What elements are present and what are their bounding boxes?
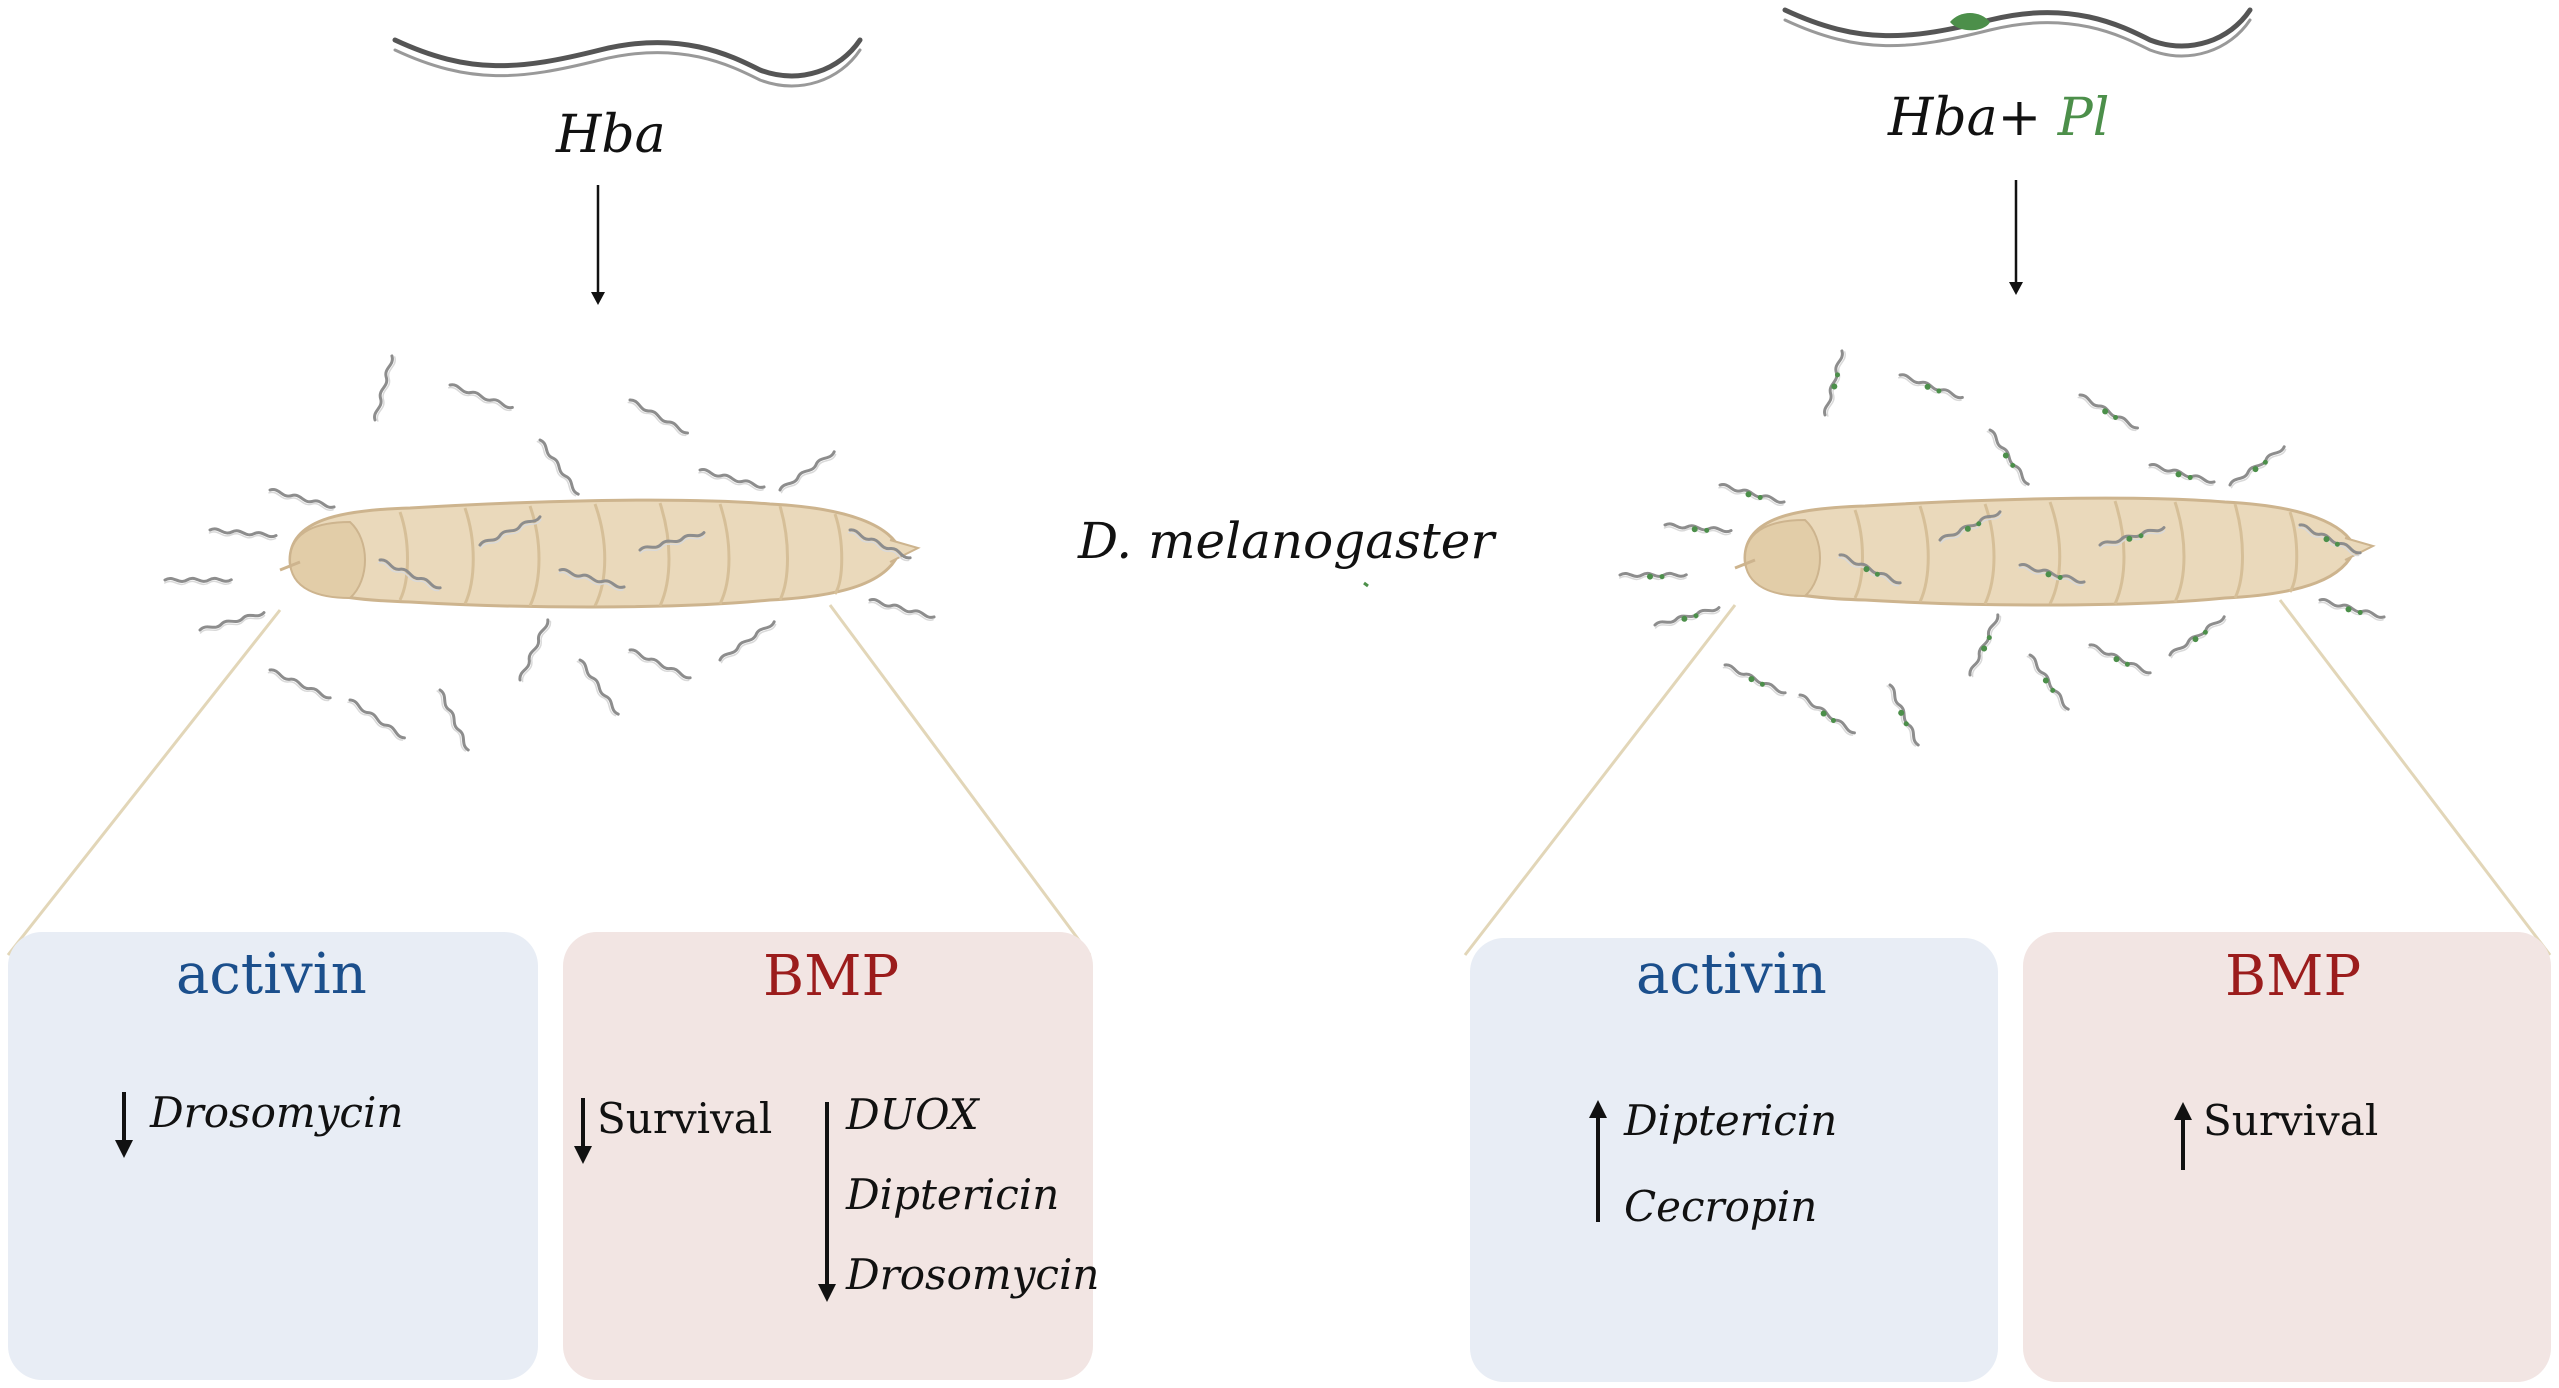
right-bmp-box: BMP Survival bbox=[2023, 932, 2551, 1382]
left-bmp-survival: Survival bbox=[597, 1094, 773, 1143]
left-bmp-genes-down-arrow-icon bbox=[818, 1102, 836, 1302]
left-bmp-survival-down-arrow-icon bbox=[574, 1098, 592, 1164]
right-pathogen-label-a: Hba bbox=[1888, 88, 1998, 148]
left-bmp-box: BMP Survival DUOX Diptericin Drosomycin bbox=[563, 932, 1099, 1380]
right-pathogen-plus: + bbox=[1997, 88, 2042, 148]
right-pathogen-label-b: Pl bbox=[2057, 88, 2110, 148]
left-activin-title: activin bbox=[176, 942, 367, 1007]
right-bmp-title: BMP bbox=[2225, 944, 2362, 1009]
left-bmp-gene-1: DUOX bbox=[846, 1090, 979, 1139]
right-activin-up-arrow-icon bbox=[1589, 1100, 1607, 1222]
left-activin-gene: Drosomycin bbox=[150, 1088, 404, 1137]
left-activin-down-arrow-icon bbox=[115, 1092, 133, 1158]
left-bmp-title: BMP bbox=[763, 944, 900, 1009]
host-label: D. melanogaster bbox=[1078, 512, 1495, 570]
right-activin-box: activin Diptericin Cecropin bbox=[1470, 938, 1998, 1382]
left-larva-group bbox=[163, 354, 936, 755]
right-down-arrow-icon bbox=[2009, 180, 2023, 295]
green-mark-icon bbox=[1363, 581, 1369, 588]
right-bmp-survival: Survival bbox=[2203, 1096, 2379, 1145]
right-activin-gene-2: Cecropin bbox=[1624, 1182, 1818, 1231]
right-top-nematode-icon bbox=[1782, 7, 2253, 58]
right-larva-group bbox=[1618, 349, 2386, 750]
right-pathogen-label: Hba+ Pl bbox=[1888, 88, 2109, 148]
zoom-connector-lines bbox=[6, 599, 2552, 956]
left-down-arrow-icon bbox=[591, 185, 605, 305]
right-bmp-survival-up-arrow-icon bbox=[2174, 1102, 2192, 1170]
right-activin-title: activin bbox=[1636, 942, 1827, 1007]
left-bmp-gene-3: Drosomycin bbox=[846, 1250, 1100, 1299]
left-bmp-gene-2: Diptericin bbox=[846, 1170, 1060, 1219]
left-top-nematode-icon bbox=[392, 37, 863, 88]
right-activin-gene-1: Diptericin bbox=[1624, 1096, 1838, 1145]
left-activin-box: activin Drosomycin bbox=[8, 932, 538, 1380]
left-pathogen-label: Hba bbox=[556, 105, 666, 165]
